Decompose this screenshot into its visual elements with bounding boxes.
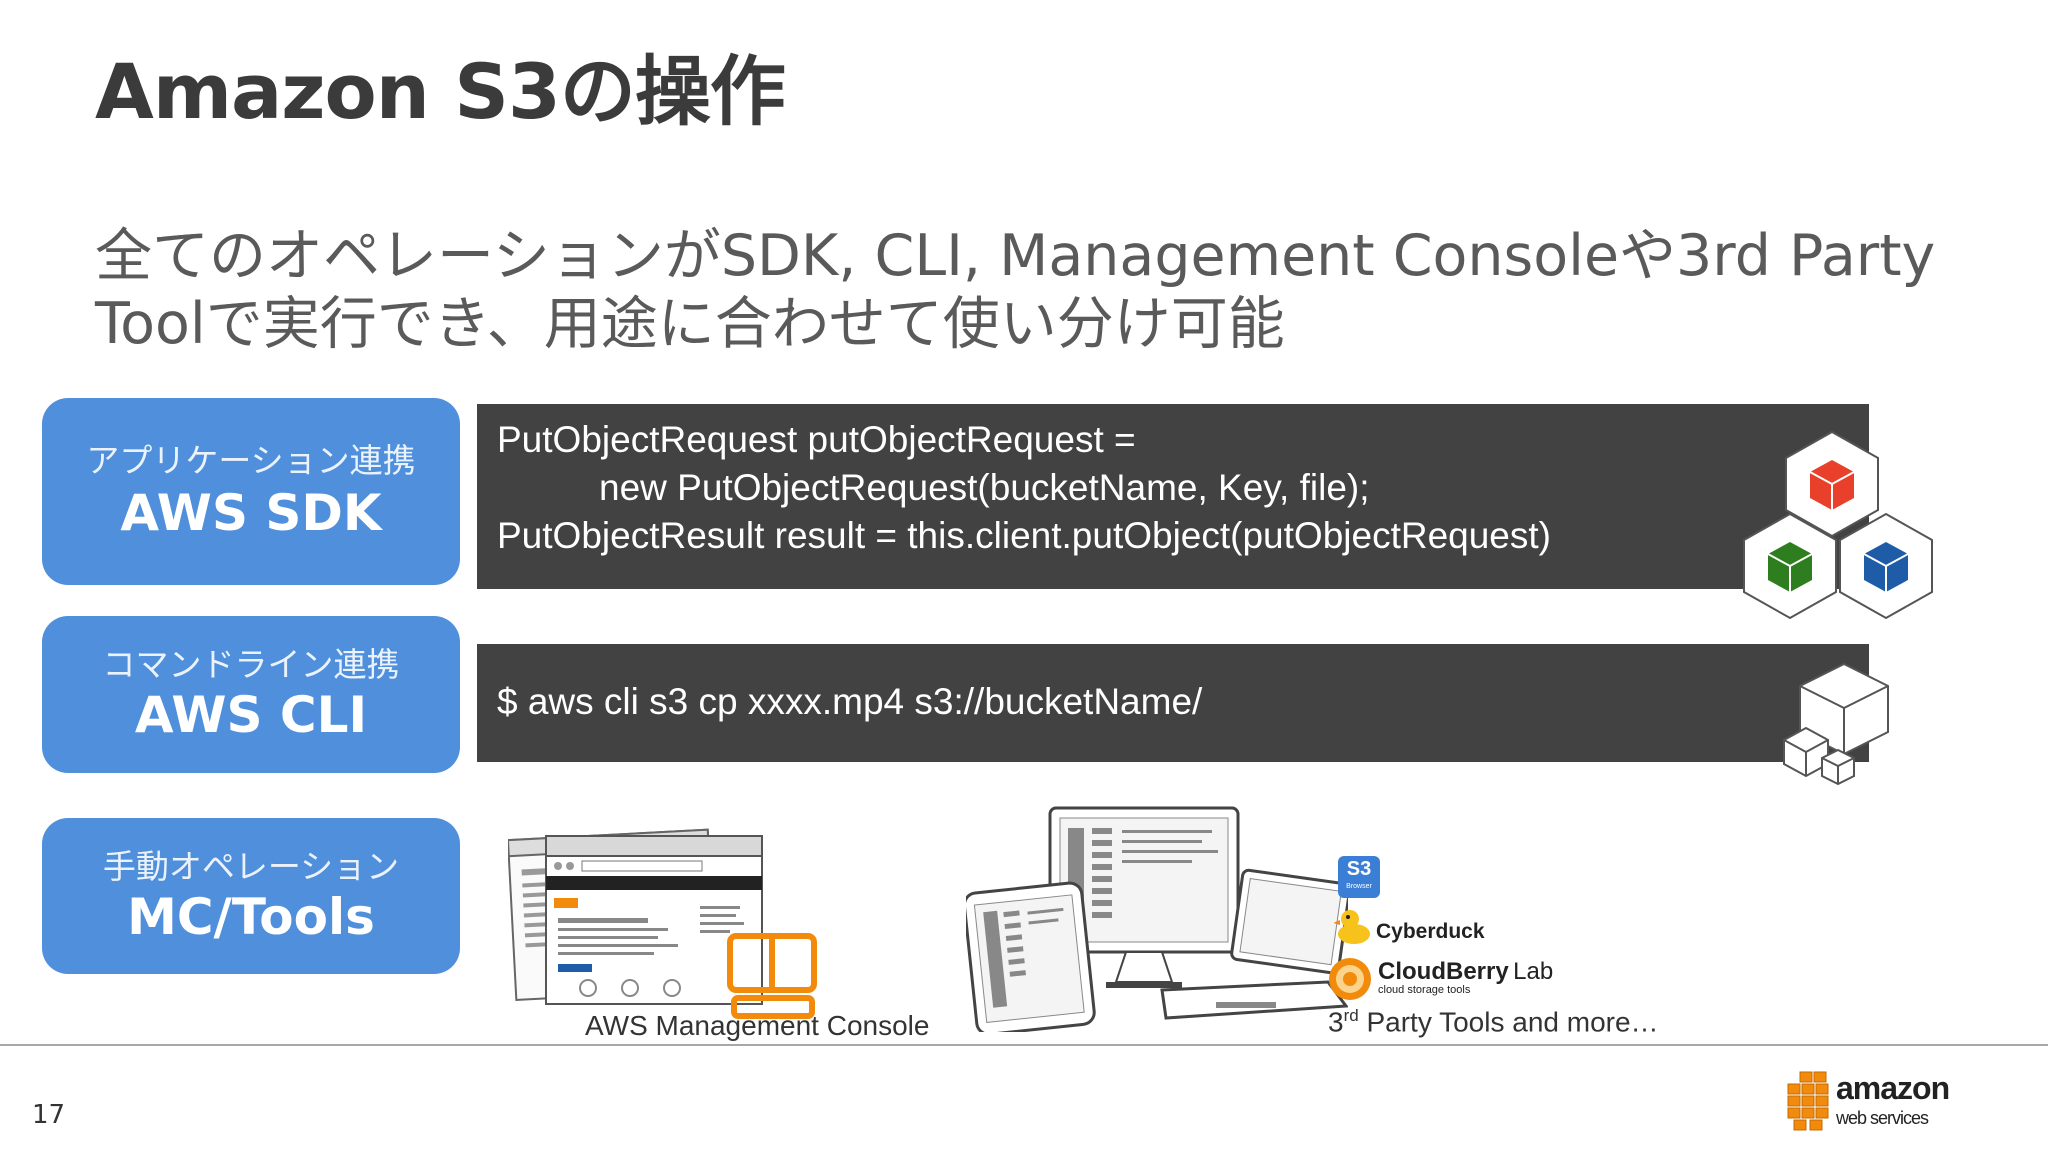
cyberduck-icon [1334,910,1370,944]
cloudberry-lab-label: Lab [1513,958,1554,985]
cloudberry-tagline: cloud storage tools [1378,984,1471,996]
sdk-code-line-2: new PutObjectRequest(bucketName, Key, fi… [599,467,1370,508]
devices-illustration [966,806,1348,1032]
page-number: 17 [32,1100,66,1130]
cloudberry-logo-text: CloudBerry Lab cloud storage tools [1378,958,1553,996]
cli-cubes-icon [1783,662,1889,786]
subtitle-line-2: Toolで実行でき、用途に合わせて使い分け可能 [95,291,1285,357]
s3-browser-logo: S3 Browser [1338,856,1380,898]
sdk-code-line-1: PutObjectRequest putObjectRequest = [497,419,1136,460]
footer-divider [0,1044,2048,1046]
aws-logo: amazon web services [1786,1068,1996,1134]
aws-logo-webservices: web services [1836,1108,1929,1128]
desktop-computer-icon [727,933,817,1019]
sdk-label-box: アプリケーション連携 AWS SDK [42,398,460,585]
blue-cube-icon [1863,542,1909,592]
red-cube-icon [1809,460,1855,510]
s3-browser-logo-subtext: Browser [1346,883,1372,890]
cli-code-box: $ aws cli s3 cp xxxx.mp4 s3://bucketName… [477,644,1869,762]
third-party-caption-base: 3 [1328,1006,1344,1038]
slide-subtitle: 全てのオペレーションがSDK, CLI, Management Consoleや… [95,222,1995,358]
management-console-illustration [508,828,817,1019]
cyberduck-label: Cyberduck [1376,920,1485,943]
aws-boxes-icon [1787,1071,1829,1131]
subtitle-line-1: 全てのオペレーションがSDK, CLI, Management Consoleや… [95,223,1936,289]
s3-browser-logo-text: S3 [1346,858,1372,880]
third-party-caption: 3rd Party Tools and more… [1328,1006,1659,1038]
cloudberry-label: CloudBerry [1378,958,1509,985]
sdk-code-line-3: PutObjectResult result = this.client.put… [497,515,1551,556]
tools-label-small: 手動オペレーション [102,847,400,886]
cli-label-big: AWS CLI [134,686,368,744]
sdk-label-small: アプリケーション連携 [86,441,416,480]
tools-label-big: MC/Tools [127,888,375,946]
cli-label-box: コマンドライン連携 AWS CLI [42,616,460,773]
aws-logo-amazon: amazon [1836,1070,1950,1106]
third-party-caption-rest: Party Tools and more… [1358,1006,1659,1038]
sdk-cubes-icon [1743,430,1933,620]
slide-title: Amazon S3の操作 [95,47,786,136]
console-caption: AWS Management Console [585,1010,930,1041]
green-cube-icon [1767,542,1813,592]
tools-label-box: 手動オペレーション MC/Tools [42,818,460,974]
sdk-label-big: AWS SDK [120,484,382,542]
sdk-code-box: PutObjectRequest putObjectRequest = new … [477,404,1869,589]
cli-label-small: コマンドライン連携 [102,645,400,684]
third-party-caption-sup: rd [1343,1006,1359,1025]
cli-code-line: $ aws cli s3 cp xxxx.mp4 s3://bucketName… [497,681,1203,722]
cloudberry-icon [1329,958,1371,1000]
